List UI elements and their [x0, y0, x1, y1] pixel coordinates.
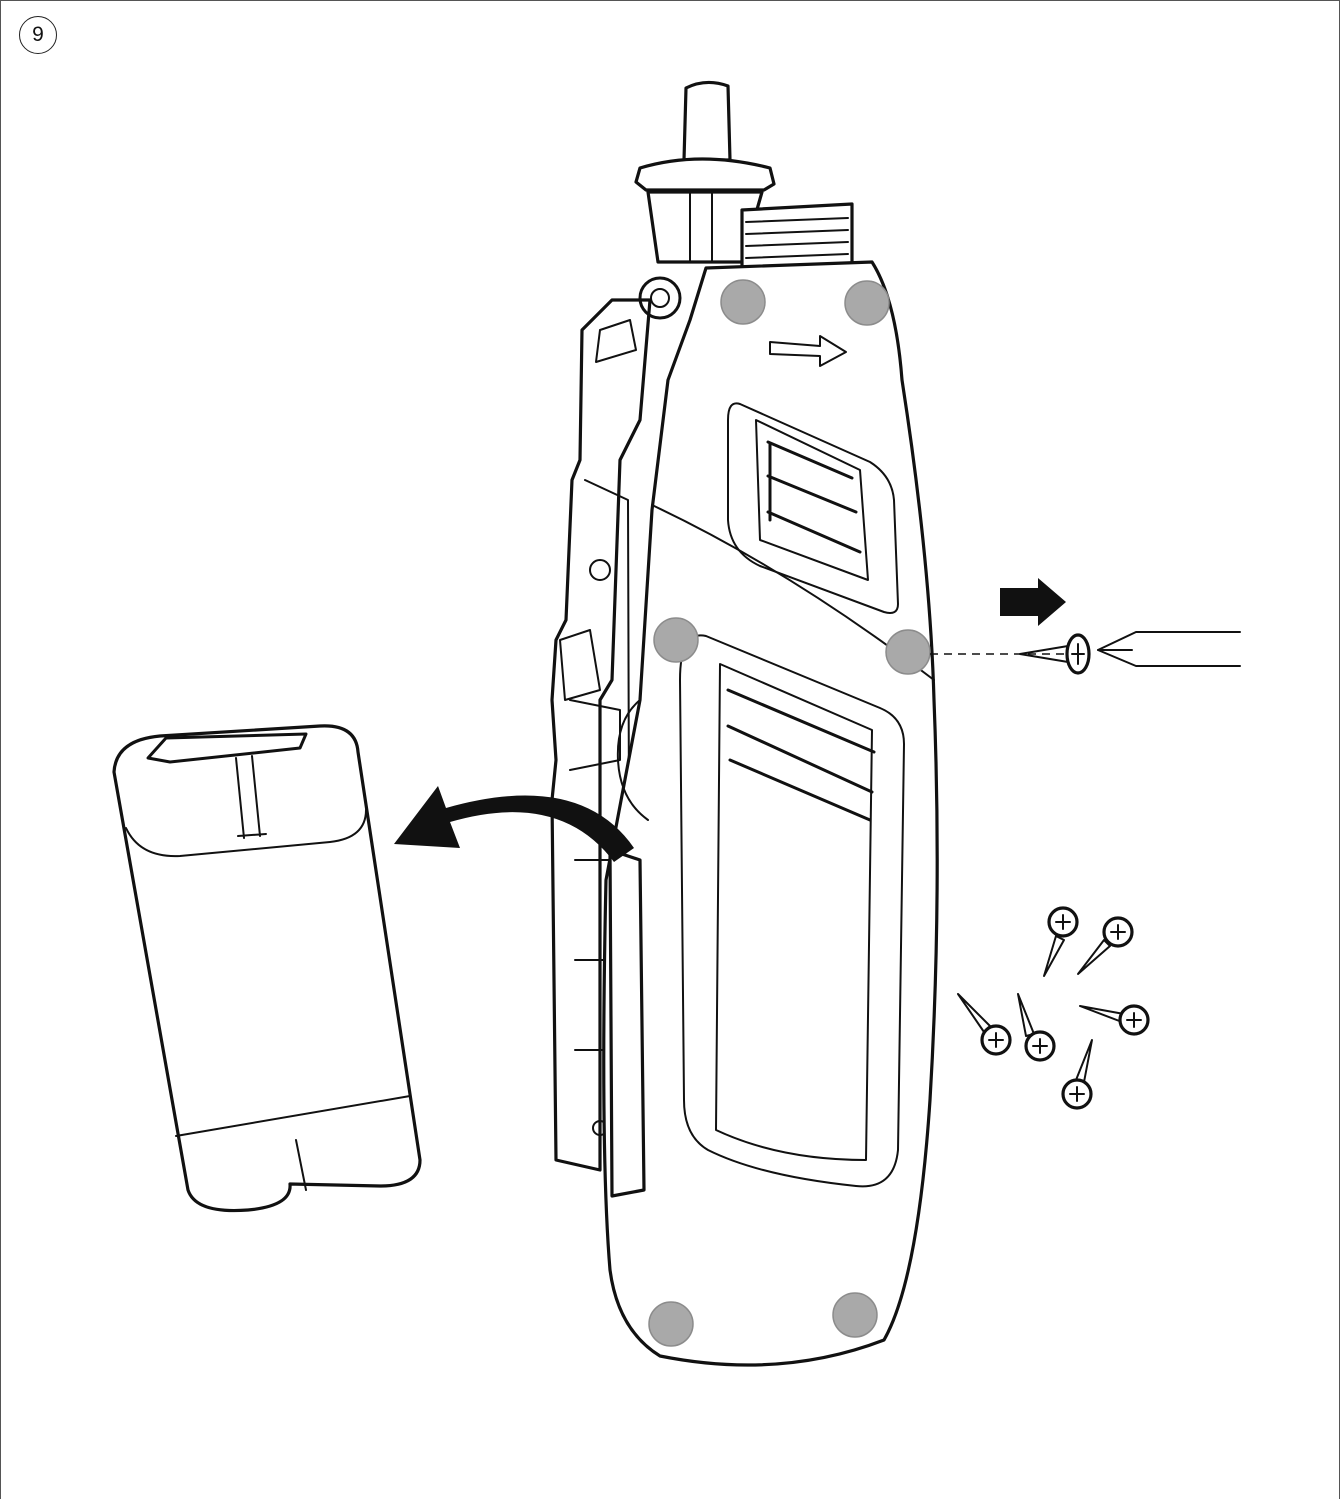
screw-icon — [1043, 906, 1079, 977]
screw-marker-middle-right — [885, 629, 931, 675]
screw-marker-top-right — [844, 280, 890, 326]
screw-icon — [1017, 993, 1056, 1062]
screw-removal-detail — [930, 578, 1241, 675]
screw-icon — [1019, 633, 1091, 675]
step-number: 9 — [32, 23, 44, 46]
tool-nose-collet — [595, 80, 854, 363]
battery-removal-arrow — [394, 786, 634, 862]
screwdriver-icon — [1097, 631, 1241, 667]
screw-icon — [957, 993, 1012, 1056]
screw-icon — [1079, 1004, 1150, 1036]
screw-marker-middle-left — [653, 617, 699, 663]
step-number-badge: 9 — [19, 16, 57, 54]
screw-marker-bottom-right — [832, 1292, 878, 1338]
loose-screws — [957, 906, 1150, 1110]
screw-marker-bottom-left — [648, 1301, 694, 1347]
screw-markers — [648, 279, 931, 1347]
battery-pack-icon — [112, 724, 422, 1213]
tool-front-housing — [602, 260, 939, 1367]
removal-arrow-icon — [1000, 578, 1066, 626]
screw-icon — [1077, 916, 1134, 975]
direction-arrow-icon — [769, 335, 847, 367]
screw-icon — [1061, 1039, 1093, 1110]
screw-marker-top-left — [720, 279, 766, 325]
